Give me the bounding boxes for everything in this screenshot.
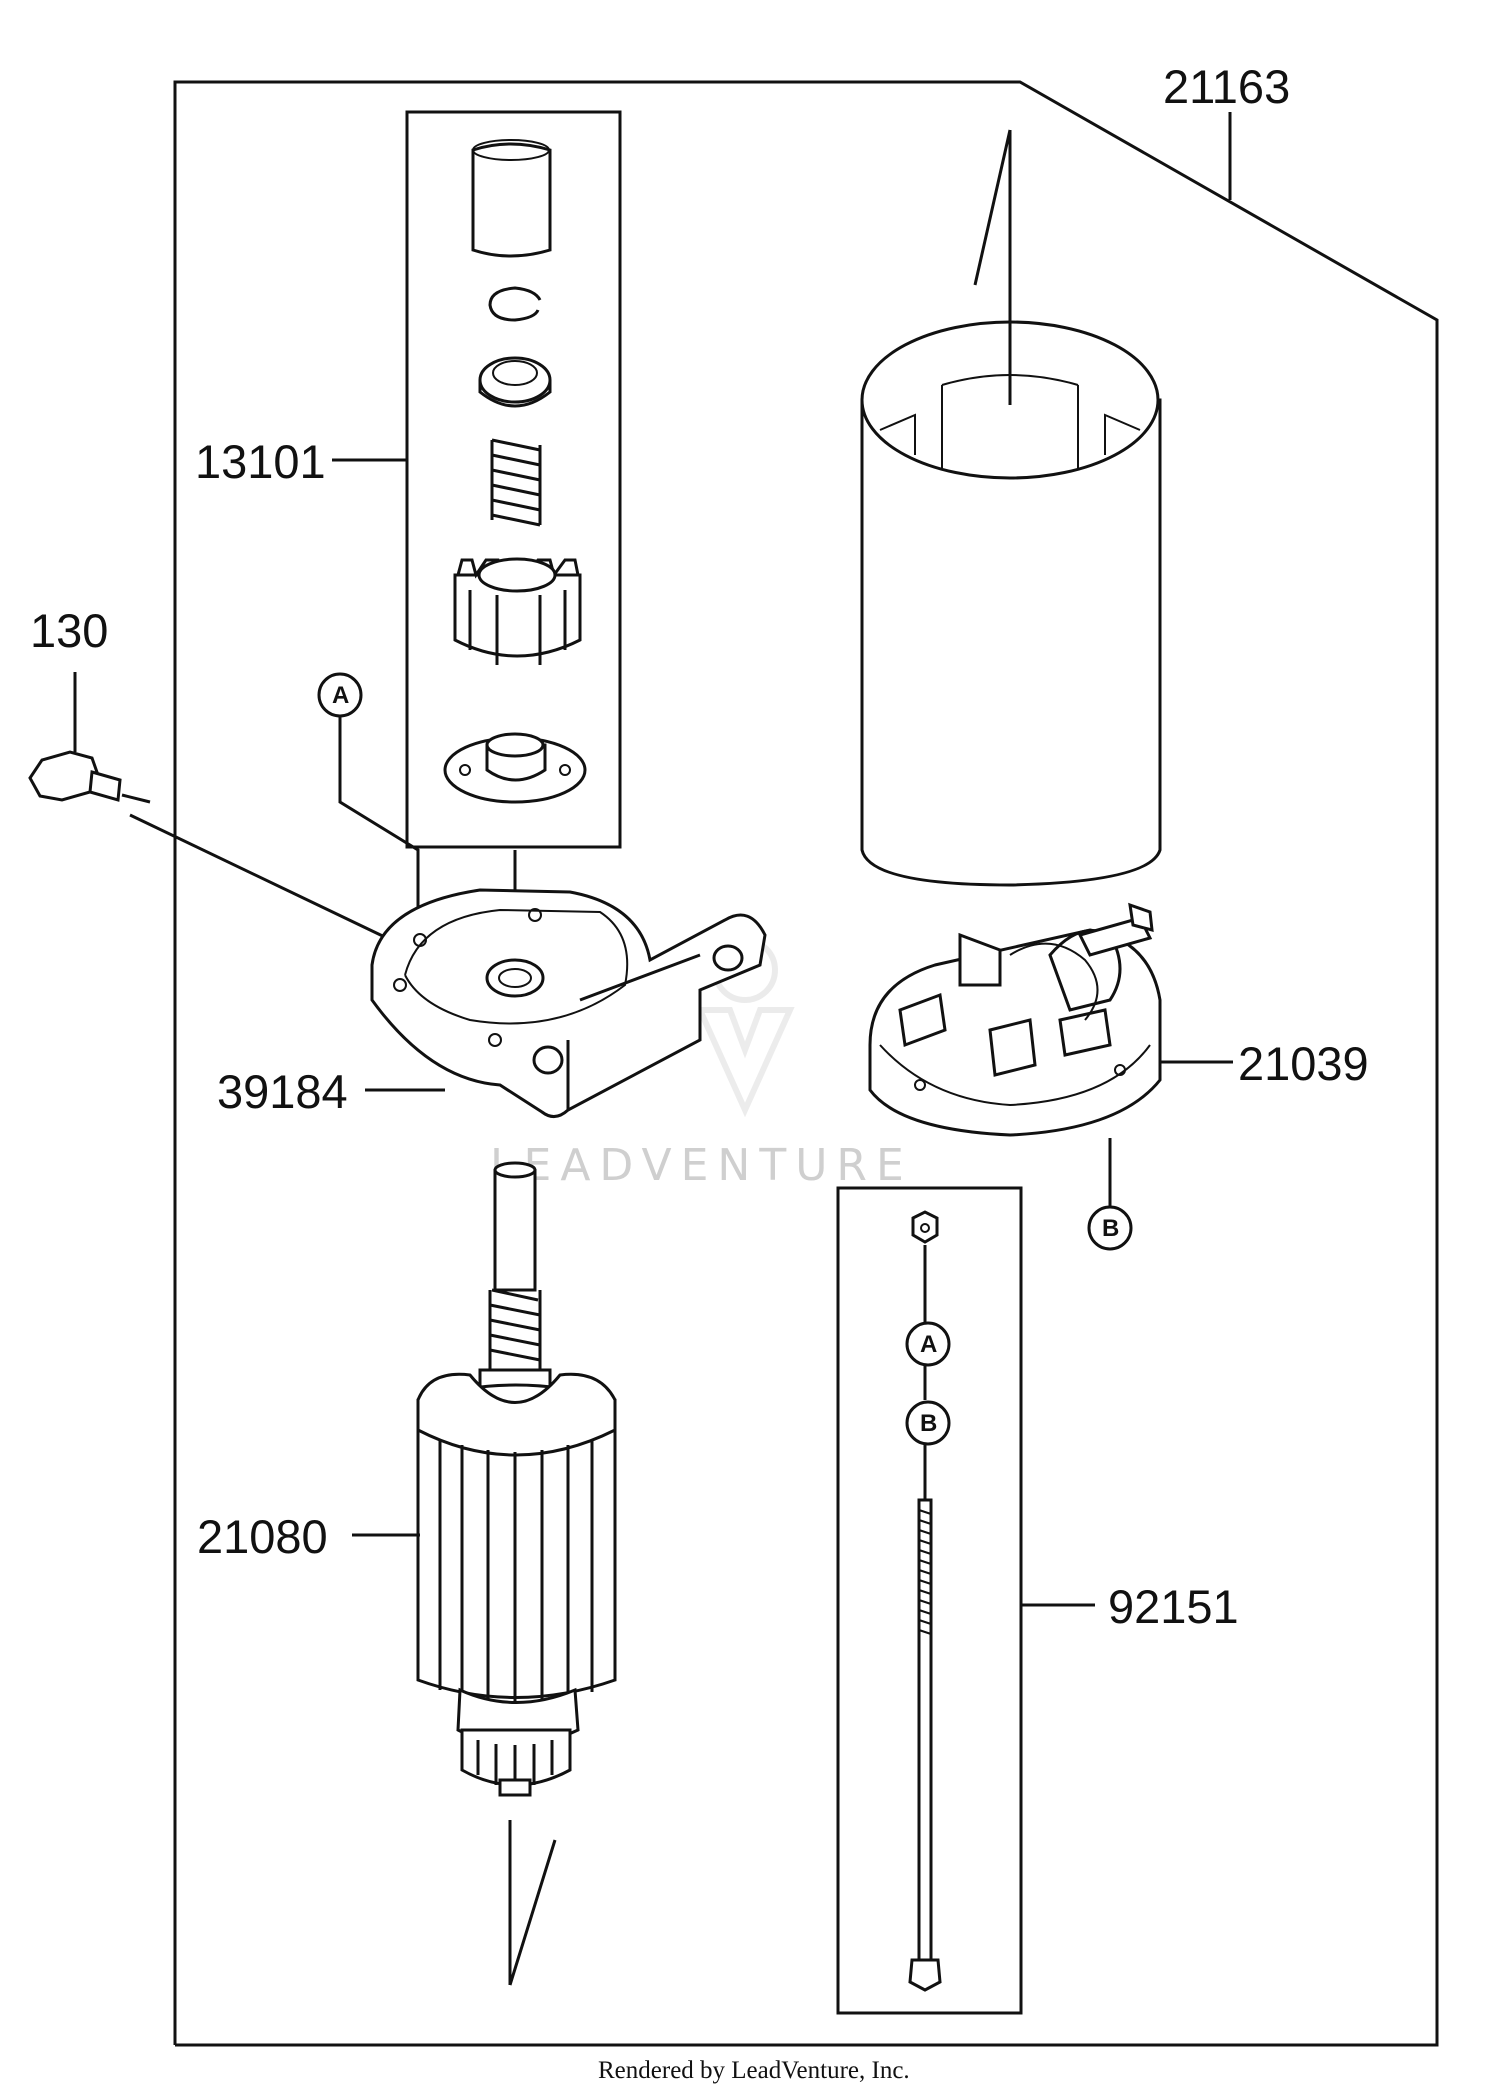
footer-credit: Rendered by LeadVenture, Inc. bbox=[598, 2057, 910, 2084]
assembly-frame bbox=[173, 80, 1439, 2047]
pinion-gear-part bbox=[453, 557, 582, 665]
stop-collar-part bbox=[471, 139, 552, 258]
watermark: LEADVENTURE bbox=[490, 937, 913, 1191]
callout-a-bolt: A bbox=[905, 1321, 951, 1367]
label-92151: 92151 bbox=[1108, 1580, 1239, 1633]
drive-end-bracket-39184 bbox=[370, 888, 767, 1118]
armature-21080 bbox=[416, 1161, 617, 1797]
label-21080: 21080 bbox=[197, 1510, 328, 1563]
axis-break-line-lower bbox=[508, 1820, 557, 1986]
svg-text:A: A bbox=[920, 1331, 937, 1358]
callout-b-bolt: B bbox=[905, 1400, 951, 1446]
yoke-21163 bbox=[860, 129, 1162, 887]
pinion-group-box bbox=[405, 110, 622, 849]
svg-text:B: B bbox=[920, 1410, 937, 1437]
brush-holder-21039 bbox=[868, 902, 1162, 1137]
label-21039: 21039 bbox=[1238, 1037, 1369, 1090]
label-130: 130 bbox=[30, 604, 108, 657]
callout-a-upper: A bbox=[317, 672, 420, 925]
through-bolt-92151: A B bbox=[836, 1186, 1023, 2015]
snap-ring-part bbox=[488, 286, 542, 322]
svg-text:B: B bbox=[1102, 1215, 1119, 1242]
svg-text:A: A bbox=[332, 682, 349, 709]
label-13101: 13101 bbox=[195, 435, 326, 488]
label-39184: 39184 bbox=[217, 1065, 348, 1118]
label-21163: 21163 bbox=[1163, 60, 1290, 113]
pinion-plate-part bbox=[443, 732, 587, 804]
watermark-text: LEADVENTURE bbox=[490, 1140, 913, 1191]
through-bolt-box bbox=[836, 1186, 1023, 2015]
bolt-130 bbox=[28, 750, 151, 804]
collar-part bbox=[478, 356, 552, 408]
pinion-assembly-13101 bbox=[405, 110, 622, 945]
callout-b-brush: B bbox=[1087, 1138, 1133, 1251]
spring-part bbox=[490, 438, 542, 527]
